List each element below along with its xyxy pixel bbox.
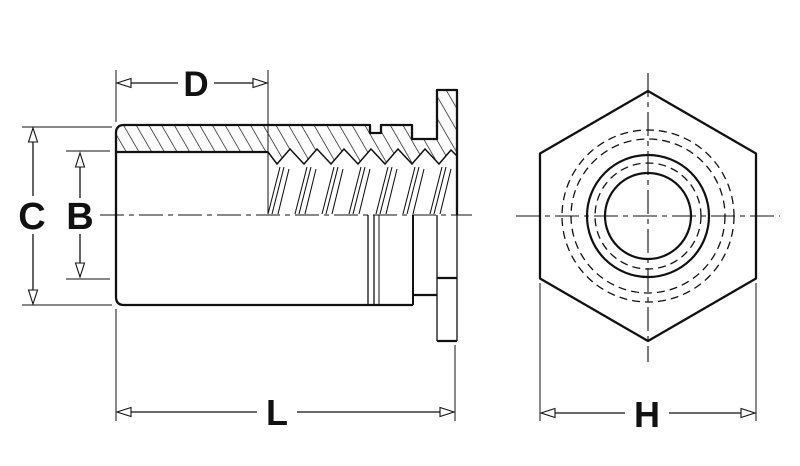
h-arrow-right [740,407,757,419]
dimension-h: H [539,283,757,435]
body-outline [114,88,459,307]
head-flange-lower [436,215,458,343]
c-arrow-down [27,289,39,306]
dimension-c-label: C [18,196,45,238]
thread-hidden-circle [594,162,702,270]
h-arrow-left [539,407,556,419]
dimension-h-label: H [634,394,660,435]
dimension-d-label: D [183,65,208,104]
thread-flank-lines [267,166,452,215]
shank-diameter-hidden-circle [570,138,726,294]
clinch-groove [367,215,380,304]
dimension-b: B [66,150,110,280]
dimension-d: D [115,65,269,214]
dimension-c: C [18,126,112,306]
bore-circle [603,171,693,261]
d-arrow-left [115,77,132,89]
b-arrow-up [74,151,86,168]
dimension-l-label: L [266,392,288,433]
c-arrow-up [27,126,39,143]
thread-teeth [267,147,458,166]
dimension-b-label: B [66,196,93,238]
section-hatch [116,90,457,164]
counterbore-circle [585,153,711,279]
dimension-l: L [115,309,456,433]
side-view [100,88,472,343]
body-diameter-hidden-circle [561,129,735,303]
d-arrow-right [252,77,269,89]
l-arrow-right [439,406,456,418]
hex-outline [538,89,758,343]
b-arrow-down [74,262,86,279]
l-arrow-left [115,406,132,418]
hex-end-view [516,73,780,362]
